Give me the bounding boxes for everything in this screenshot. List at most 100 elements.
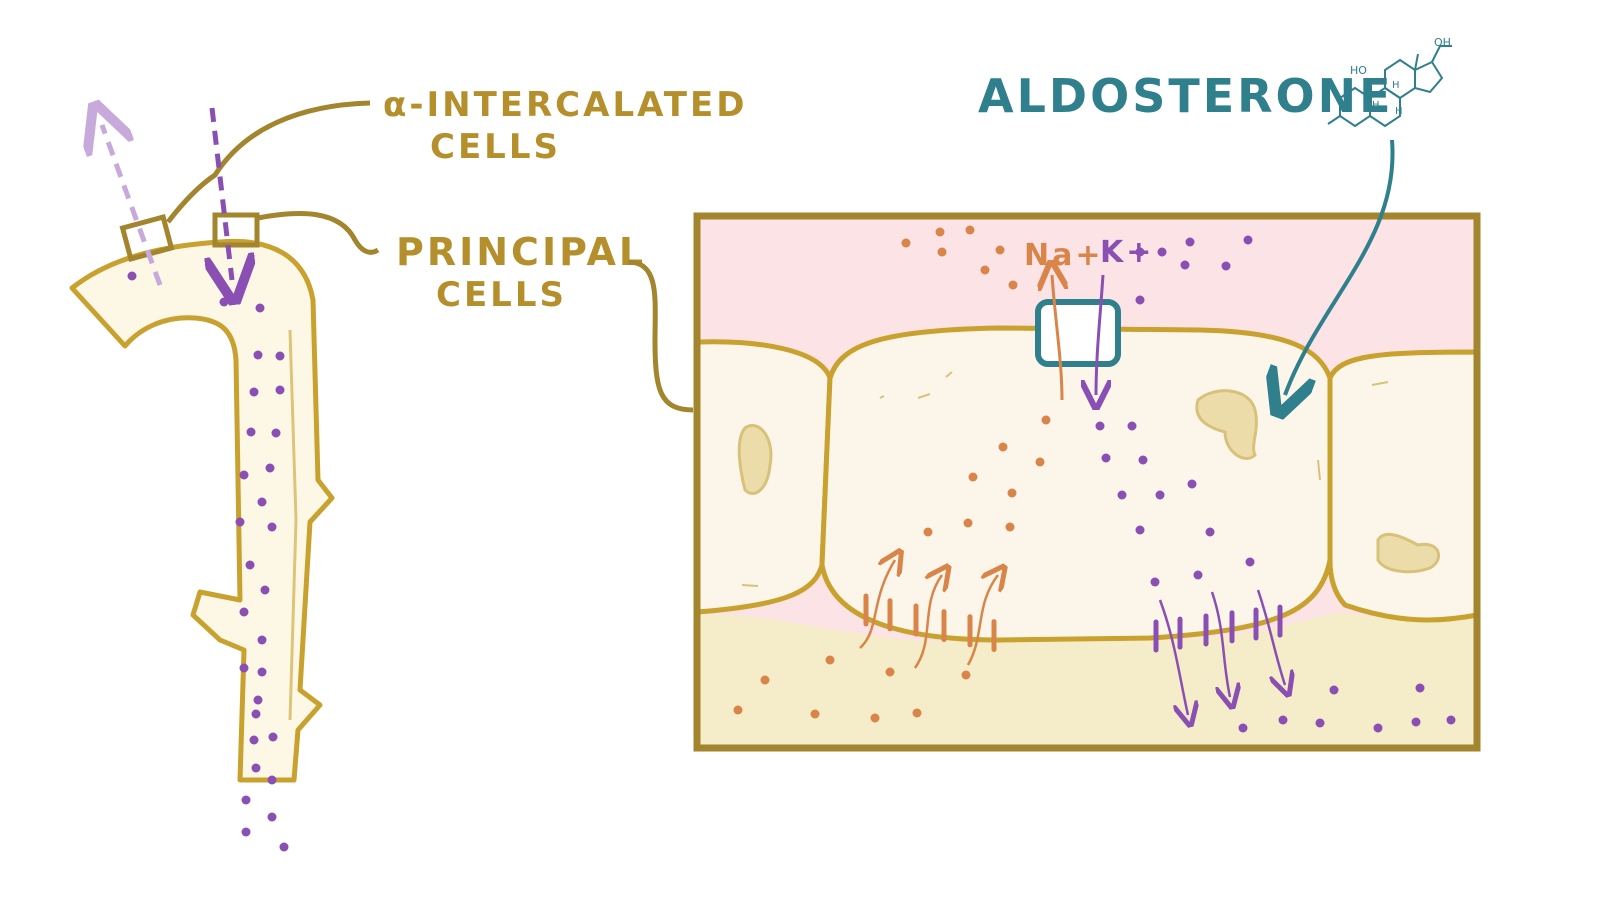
sodium-dot (1008, 280, 1018, 290)
potassium-dot (241, 795, 251, 805)
potassium-dot (249, 387, 259, 397)
potassium-dot (1101, 453, 1111, 463)
potassium-dot (267, 522, 277, 532)
principal-cell-marker (212, 212, 260, 248)
potassium-dot (239, 663, 249, 673)
sodium-dot (961, 670, 971, 680)
potassium-dot (257, 497, 267, 507)
principal-cells-label: PRINCIPAL (396, 230, 646, 274)
aldosterone-label: ALDOSTERONE (978, 69, 1394, 123)
potassium-dot (1278, 715, 1288, 725)
sodium-dot (885, 667, 895, 677)
potassium-dot (241, 827, 251, 837)
sodium-basolateral-arrows (859, 560, 998, 669)
sodium-ion-label: Na+ (1024, 238, 1104, 273)
potassium-dot (265, 463, 275, 473)
ion-channel (1035, 299, 1121, 367)
tubule-potassium-dots (127, 271, 289, 852)
potassium-dot (239, 470, 249, 480)
potassium-dot (1157, 247, 1167, 257)
potassium-dot (260, 585, 270, 595)
potassium-dot (1150, 577, 1160, 587)
potassium-dot (1095, 421, 1105, 431)
molecule-h-label-1: H (1372, 100, 1380, 111)
potassium-dot (279, 842, 289, 852)
principal-label-leader (257, 211, 380, 255)
potassium-dot (1135, 525, 1145, 535)
sodium-dot (935, 227, 945, 237)
potassium-dot (1187, 479, 1197, 489)
potassium-dot (235, 517, 245, 527)
potassium-dot (1221, 261, 1231, 271)
sodium-dot (923, 527, 933, 537)
potassium-dot (1185, 237, 1195, 247)
sodium-dot (937, 247, 947, 257)
potassium-dot (1135, 247, 1145, 257)
sodium-dot (870, 713, 880, 723)
light-purple-dashed-arrow (102, 125, 163, 286)
magnify-leader (627, 259, 694, 413)
potassium-dot (239, 607, 249, 617)
basolateral-potassium-channels (1153, 604, 1283, 653)
alpha-label-leader (166, 100, 371, 224)
potassium-dot (1329, 685, 1339, 695)
sodium-dot (901, 238, 911, 248)
potassium-dot (257, 635, 267, 645)
potassium-dot (1138, 455, 1148, 465)
left-nucleus (737, 424, 773, 496)
aldosterone-molecule-icon (1327, 45, 1452, 128)
potassium-dot (1238, 723, 1248, 733)
potassium-dot (267, 812, 277, 822)
principal-cells-label-2: CELLS (436, 275, 567, 315)
potassium-dot (1315, 718, 1325, 728)
potassium-dot (271, 428, 281, 438)
potassium-dot (127, 271, 137, 281)
potassium-dot (245, 560, 255, 570)
sodium-dot (968, 472, 978, 482)
cell-texture-marks (741, 371, 1389, 587)
potassium-dot (1373, 723, 1383, 733)
sodium-dot (998, 442, 1008, 452)
sodium-dot (980, 265, 990, 275)
sodium-entry-arrow (1052, 275, 1062, 401)
sodium-dot (995, 245, 1005, 255)
potassium-dot (1135, 295, 1145, 305)
potassium-dot (253, 350, 263, 360)
potassium-dot (251, 763, 261, 773)
alpha-intercalated-label-2: CELLS (430, 127, 561, 167)
potassium-dot (1205, 527, 1215, 537)
potassium-dots (1095, 235, 1456, 733)
potassium-dot (253, 695, 263, 705)
tubule-inner-line (288, 329, 298, 721)
sodium-dot (733, 705, 743, 715)
potassium-dot (249, 735, 259, 745)
potassium-exit-arrow (1096, 274, 1103, 395)
right-neighbor-cell (1327, 349, 1480, 623)
potassium-dot (1117, 490, 1127, 500)
potassium-dot (246, 427, 256, 437)
sodium-dots (733, 225, 1051, 723)
purple-dashed-arrow (212, 107, 232, 280)
potassium-dot (1193, 570, 1203, 580)
aldosterone-arrow (1285, 139, 1395, 395)
sodium-dot (760, 675, 770, 685)
alpha-intercalated-label: α-INTERCALATED (383, 85, 747, 125)
potassium-dot (257, 667, 267, 677)
potassium-dot (1243, 235, 1253, 245)
potassium-ion-label: K+ (1100, 235, 1154, 270)
central-nucleus (1195, 389, 1258, 460)
molecule-oh-label: OH (1434, 36, 1451, 49)
potassium-dot (1446, 715, 1456, 725)
collecting-duct (69, 238, 335, 783)
potassium-dot (251, 709, 261, 719)
potassium-basolateral-arrows (1158, 589, 1285, 715)
potassium-dot (1415, 683, 1425, 693)
principal-cell-panel (693, 212, 1481, 752)
potassium-dot (1127, 421, 1137, 431)
panel-frame (693, 212, 1481, 752)
tubule-wall (69, 238, 335, 783)
potassium-dot (267, 775, 277, 785)
right-nucleus (1376, 532, 1441, 574)
basolateral-sodium-pumps (863, 593, 997, 653)
